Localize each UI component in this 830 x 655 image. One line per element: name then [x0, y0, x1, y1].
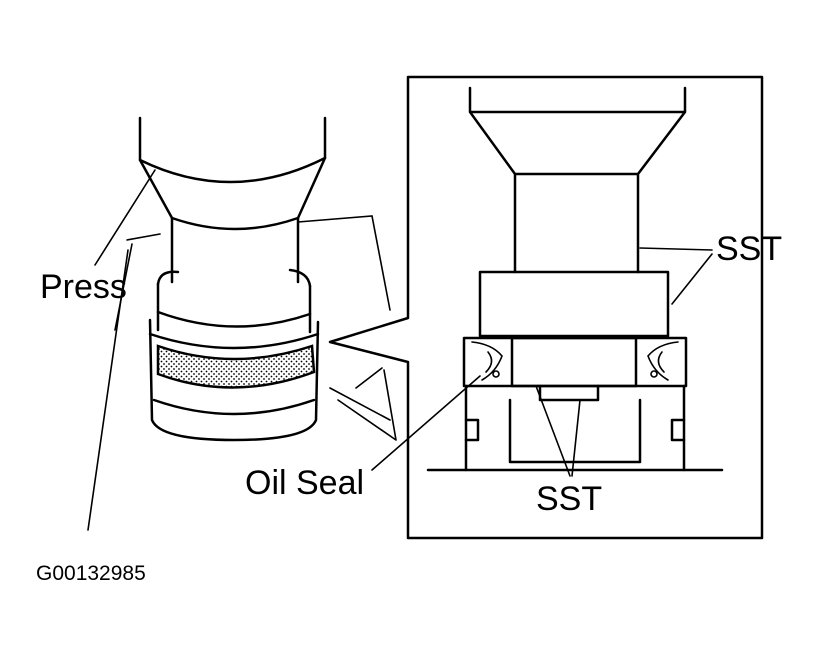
- oil-seal-band: [156, 344, 316, 389]
- detail-sst-upper-block: [478, 270, 670, 338]
- figure-id-leader: [87, 249, 129, 531]
- press-assembly: [114, 116, 391, 442]
- collar-body: [156, 282, 312, 334]
- base-outline: [114, 215, 391, 421]
- press-ram-bottom-edge: [138, 156, 327, 184]
- detail-inner-sst: [510, 336, 638, 388]
- sst-upper-label: SST: [716, 230, 782, 268]
- collar-mid-curve: [156, 310, 312, 328]
- oil-seal-view-lines: [337, 367, 397, 441]
- right-leaders: [337, 247, 713, 477]
- press-leader: [94, 169, 156, 266]
- figure-id-label: G00132985: [36, 562, 146, 585]
- collar-top: [156, 268, 312, 288]
- detail-housing-lower: [464, 384, 686, 472]
- detail-callout: [328, 75, 764, 540]
- sst-upper-leader: [639, 247, 713, 305]
- detail-housing-notches: [464, 418, 686, 442]
- oil-seal-label: Oil Seal: [245, 464, 364, 502]
- detail-sst-lower: [538, 384, 600, 402]
- press-ram: [138, 116, 327, 284]
- detail-press-head: [468, 86, 687, 274]
- press-label: Press: [40, 268, 127, 306]
- sst-lower-leader: [535, 385, 581, 477]
- sst-lower-label: SST: [536, 480, 602, 518]
- left-leaders: [87, 169, 156, 531]
- housing-ring: [148, 332, 320, 416]
- press-ram-neck-edge: [170, 216, 300, 231]
- housing: [148, 318, 320, 442]
- detail-seal-ring: [462, 336, 688, 388]
- detail-seal-lips: [471, 341, 679, 381]
- callout-frame: [328, 75, 764, 540]
- oil-seal-leader: [371, 375, 481, 471]
